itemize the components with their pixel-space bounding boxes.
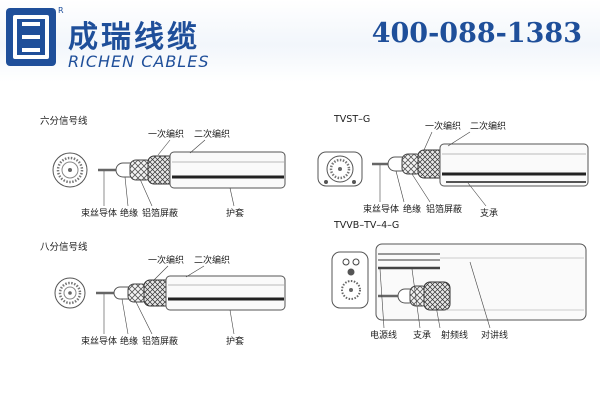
logo-e-icon bbox=[6, 8, 56, 66]
tvst-label-first-braid: 一次编织 bbox=[425, 120, 461, 132]
brand-name-en: RICHEN CABLES bbox=[68, 52, 210, 71]
panel-tvvb: TVVB–TV–4–G 电源线 支承 射频线 对讲线 bbox=[331, 220, 587, 341]
six-label-conductor: 束丝导体 bbox=[81, 207, 117, 219]
tvvb-label-intercom: 对讲线 bbox=[481, 329, 508, 341]
panel-eight: 八分信号线 一次编织 二次编织 束丝导体 绝缘 铝箔屏蔽 护套 bbox=[40, 241, 286, 347]
tvst-label-support: 支承 bbox=[480, 207, 498, 219]
eight-label-foil: 铝箔屏蔽 bbox=[142, 335, 178, 347]
tvvb-label-rf: 射频线 bbox=[441, 329, 468, 341]
eight-label-second-braid: 二次编织 bbox=[194, 254, 230, 266]
panel-six: 六分信号线 一次编织 二次编织 束丝导体 绝缘 铝箔屏蔽 护套 bbox=[40, 115, 286, 219]
six-label-insulation: 绝缘 bbox=[120, 207, 138, 219]
tvst-label-insulation: 绝缘 bbox=[403, 203, 421, 215]
six-label-jacket: 护套 bbox=[226, 207, 244, 219]
panel-tvst: TVST–G 一次编织 二次编织 束丝导体 绝缘 铝箔屏蔽 bbox=[317, 114, 589, 219]
brand-name-cn: 成瑞线缆 bbox=[68, 20, 200, 55]
panel-six-title: 六分信号线 bbox=[40, 115, 88, 127]
panel-eight-title: 八分信号线 bbox=[40, 241, 88, 253]
tvst-cable bbox=[372, 143, 589, 187]
eight-cross-section bbox=[54, 277, 86, 309]
tvst-label-foil: 铝箔屏蔽 bbox=[426, 203, 462, 215]
panel-tvvb-title: TVVB–TV–4–G bbox=[333, 220, 399, 231]
eight-label-jacket: 护套 bbox=[226, 335, 244, 347]
eight-label-insulation: 绝缘 bbox=[120, 335, 138, 347]
phone-number: 400-088-1383 bbox=[371, 18, 582, 49]
eight-label-first-braid: 一次编织 bbox=[148, 254, 184, 266]
header: R 成瑞线缆 RICHEN CABLES 400-088-1383 bbox=[0, 0, 600, 82]
tvst-cross-section bbox=[317, 151, 363, 187]
tvvb-label-support: 支承 bbox=[413, 329, 431, 341]
panel-tvst-title: TVST–G bbox=[333, 114, 370, 125]
eight-cable bbox=[96, 275, 286, 311]
tvvb-label-power: 电源线 bbox=[370, 329, 397, 341]
tvst-label-second-braid: 二次编织 bbox=[470, 120, 506, 132]
eight-label-conductor: 束丝导体 bbox=[81, 335, 117, 347]
cable-diagram: 六分信号线 一次编织 二次编织 束丝导体 绝缘 铝箔屏蔽 护套 bbox=[40, 114, 589, 347]
tvvb-cable bbox=[375, 243, 587, 321]
six-cross-section bbox=[52, 152, 88, 188]
six-cable bbox=[98, 151, 286, 189]
six-label-foil: 铝箔屏蔽 bbox=[142, 207, 178, 219]
registered-mark: R bbox=[58, 6, 64, 15]
six-label-first-braid: 一次编织 bbox=[148, 128, 184, 140]
six-label-second-braid: 二次编织 bbox=[194, 128, 230, 140]
tvst-label-conductor: 束丝导体 bbox=[363, 203, 399, 215]
tvvb-cross-section bbox=[331, 251, 369, 309]
